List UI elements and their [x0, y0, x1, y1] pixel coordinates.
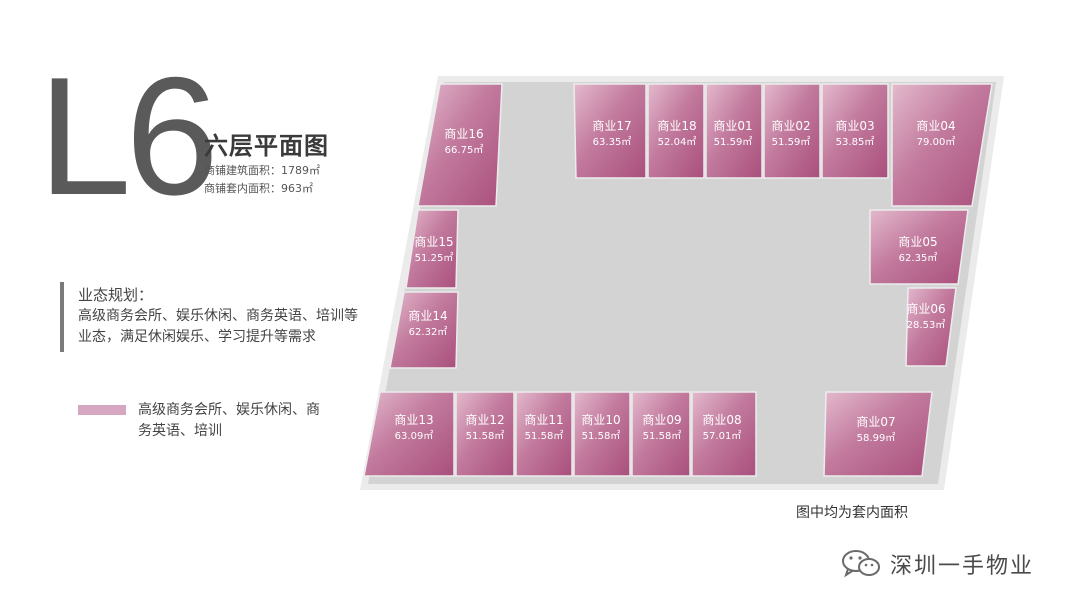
- shop-unit-name: 商业06: [906, 301, 945, 316]
- shop-unit-area: 57.01㎡: [703, 430, 742, 442]
- shop-unit-area: 79.00㎡: [917, 136, 956, 148]
- shop-unit-area: 63.09㎡: [395, 430, 434, 442]
- shop-unit-area: 51.25㎡: [415, 252, 454, 264]
- shop-unit-shape: [821, 83, 889, 179]
- shop-unit-shape: [405, 209, 459, 289]
- shop-unit-name: 商业18: [657, 118, 696, 133]
- level-mark: L6: [38, 42, 219, 230]
- shop-unit-shape: [363, 391, 455, 477]
- shop-unit: 商业01 51.59㎡: [705, 83, 763, 179]
- shop-unit-name: 商业11: [524, 412, 563, 427]
- wechat-icon: [842, 550, 880, 578]
- shop-unit-shape: [891, 83, 993, 207]
- shop-unit: 商业08 57.01㎡: [691, 391, 757, 477]
- shop-unit: 商业14 62.32㎡: [389, 291, 459, 369]
- shop-unit-area: 62.35㎡: [899, 252, 938, 264]
- shop-unit-name: 商业17: [592, 118, 631, 133]
- shop-unit-name: 商业08: [702, 412, 741, 427]
- shop-unit: 商业07 58.99㎡: [823, 391, 933, 477]
- shop-unit-shape: [389, 291, 459, 369]
- shop-unit-name: 商业05: [898, 234, 937, 249]
- shop-unit-shape: [417, 83, 503, 207]
- corridor-area: [368, 82, 996, 484]
- shop-unit-shape: [869, 209, 969, 285]
- shop-unit-shape: [647, 83, 705, 179]
- shop-unit: 商业04 79.00㎡: [891, 83, 993, 207]
- shop-unit: 商业10 51.58㎡: [573, 391, 631, 477]
- shop-unit-name: 商业07: [856, 414, 895, 429]
- gross-area: 商铺建筑面积：1789㎡: [204, 164, 320, 177]
- shop-unit-area: 51.58㎡: [582, 430, 621, 442]
- shop-unit-name: 商业01: [713, 118, 752, 133]
- shop-unit: 商业18 52.04㎡: [647, 83, 705, 179]
- shop-unit-name: 商业14: [408, 308, 447, 323]
- shop-unit-name: 商业09: [642, 412, 681, 427]
- planning-text: 高级商务会所、娱乐休闲、商务英语、培训等业态，满足休闲娱乐、学习提升等需求: [78, 308, 358, 345]
- watermark: 深圳一手物业: [840, 548, 1034, 580]
- footnote: 图中均为套内面积: [796, 505, 908, 521]
- shop-unit-area: 28.53㎡: [907, 319, 946, 331]
- shop-unit: 商业03 53.85㎡: [821, 83, 889, 179]
- shop-unit: 商业16 66.75㎡: [417, 83, 503, 207]
- shop-unit-name: 商业12: [465, 412, 504, 427]
- shop-unit-name: 商业03: [835, 118, 874, 133]
- shop-unit-name: 商业16: [444, 126, 483, 141]
- shop-unit: 商业11 51.58㎡: [515, 391, 573, 477]
- shop-unit: 商业05 62.35㎡: [869, 209, 969, 285]
- shop-unit-shape: [823, 391, 933, 477]
- floor-title: 六层平面图: [204, 132, 329, 160]
- shop-unit-area: 63.35㎡: [593, 136, 632, 148]
- shop-unit-name: 商业15: [414, 234, 453, 249]
- legend-label: 高级商务会所、娱乐休闲、商务英语、培训: [138, 402, 320, 439]
- units-layer: 商业16 66.75㎡ 商业17 63.35㎡ 商业18 52.04㎡ 商业01 51.59㎡…: [363, 83, 993, 477]
- shop-unit-shape: [705, 83, 763, 179]
- shop-unit: 商业15 51.25㎡: [405, 209, 459, 289]
- shop-unit: 商业06 28.53㎡: [905, 287, 957, 367]
- shop-unit-name: 商业10: [581, 412, 620, 427]
- net-area: 商铺套内面积：963㎡: [204, 182, 313, 195]
- shop-unit-area: 51.58㎡: [643, 430, 682, 442]
- shop-unit-shape: [905, 287, 957, 367]
- shop-unit: 商业17 63.35㎡: [573, 83, 647, 179]
- shop-unit-area: 51.58㎡: [525, 430, 564, 442]
- shop-unit-name: 商业04: [916, 118, 955, 133]
- shop-unit-area: 52.04㎡: [658, 136, 697, 148]
- shop-unit-area: 51.59㎡: [714, 136, 753, 148]
- shop-unit-area: 51.59㎡: [772, 136, 811, 148]
- shop-unit-shape: [515, 391, 573, 477]
- shop-unit: 商业12 51.58㎡: [455, 391, 515, 477]
- shop-unit-shape: [455, 391, 515, 477]
- shop-unit-shape: [691, 391, 757, 477]
- shop-unit-area: 53.85㎡: [836, 136, 875, 148]
- shop-unit-shape: [573, 391, 631, 477]
- watermark-text: 深圳一手物业: [890, 554, 1035, 579]
- shop-unit-name: 商业02: [771, 118, 810, 133]
- planning-divider: [60, 282, 64, 352]
- shop-unit-shape: [573, 83, 647, 179]
- legend-swatch: [78, 405, 126, 415]
- shop-unit-shape: [631, 391, 691, 477]
- shop-unit-area: 62.32㎡: [409, 326, 448, 338]
- planning-heading: 业态规划：: [78, 286, 154, 304]
- shop-unit-area: 58.99㎡: [857, 432, 896, 444]
- shop-unit-shape: [763, 83, 821, 179]
- shop-unit: 商业02 51.59㎡: [763, 83, 821, 179]
- shop-unit: 商业13 63.09㎡: [363, 391, 455, 477]
- shop-unit: 商业09 51.58㎡: [631, 391, 691, 477]
- shop-unit-name: 商业13: [394, 412, 433, 427]
- shop-unit-area: 51.58㎡: [466, 430, 505, 442]
- shop-unit-area: 66.75㎡: [445, 144, 484, 156]
